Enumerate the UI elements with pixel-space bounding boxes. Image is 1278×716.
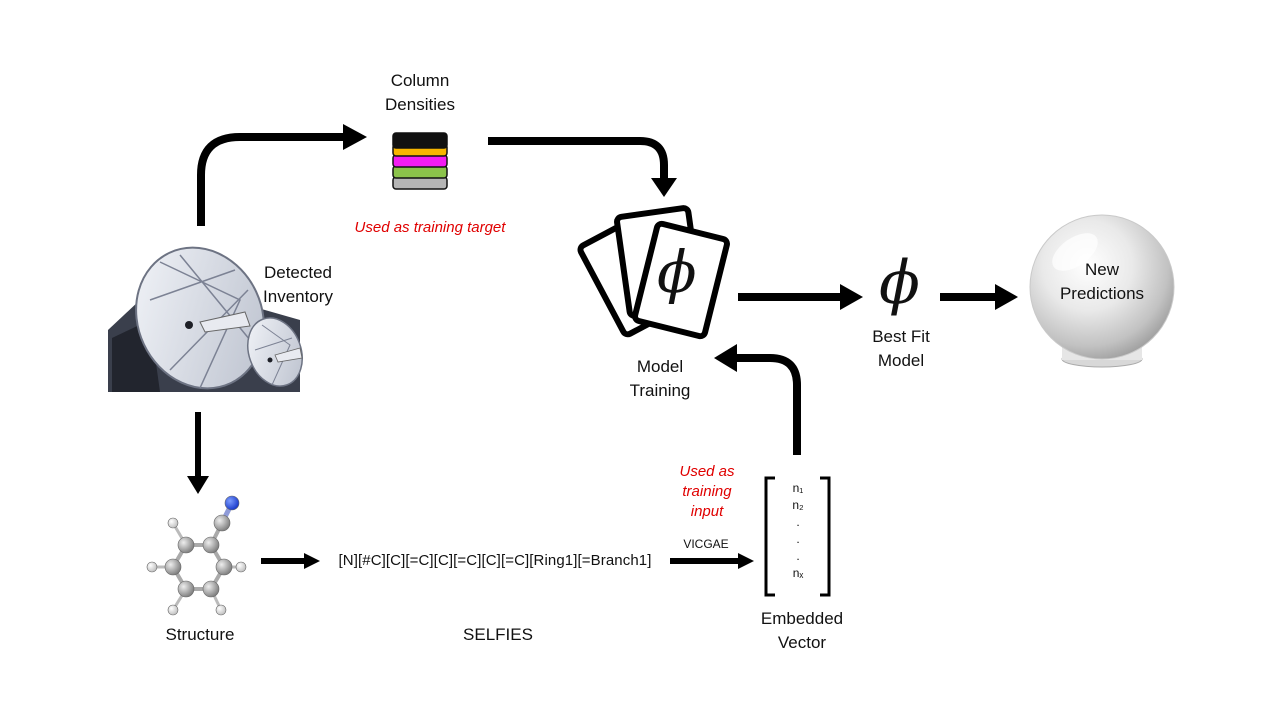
label-line: Model xyxy=(877,351,925,370)
cards-phi-icon xyxy=(577,205,730,340)
vector-brackets xyxy=(764,476,831,597)
hydrogen-atom xyxy=(235,561,247,573)
vector-entry: . xyxy=(796,515,800,529)
database-layer xyxy=(392,132,448,149)
structure-label: Structure xyxy=(165,625,235,644)
database-layer xyxy=(392,176,448,190)
label-line: Predictions xyxy=(1059,284,1145,303)
database-stack-icon xyxy=(392,132,448,190)
arrow-inventory-to-densities xyxy=(197,124,367,226)
database-layer xyxy=(392,165,448,179)
arrow-vector-to-training xyxy=(714,344,801,455)
label-line: Column xyxy=(390,71,450,90)
arrow-structure-to-selfies xyxy=(261,553,320,569)
label-line: Detected xyxy=(263,263,333,282)
training-input-note: Used as training input xyxy=(670,462,744,522)
arrow-bestfit-to-predictions xyxy=(940,284,1018,310)
carbon-atom xyxy=(202,536,220,554)
benzonitrile-molecule-icon xyxy=(146,495,247,616)
selfies-label: SELFIES xyxy=(463,625,533,644)
detected-inventory-label: Detected Inventory xyxy=(248,261,348,309)
best-fit-phi-symbol: ϕ xyxy=(879,248,920,318)
vector-entries: n₁ n₂ . . . nₓ xyxy=(776,480,820,582)
label-line: Densities xyxy=(385,95,455,114)
vector-entry: nₓ xyxy=(792,566,804,580)
carbon-atom xyxy=(213,514,231,532)
hydrogen-atom xyxy=(215,604,227,616)
hydrogen-atom xyxy=(167,517,179,529)
arrow-inventory-to-structure xyxy=(187,412,209,494)
vector-entry: n₂ xyxy=(792,498,804,512)
note-line: training xyxy=(682,483,732,500)
carbon-atom xyxy=(202,580,220,598)
crystal-ball-icon xyxy=(1029,214,1175,368)
label-line: Vector xyxy=(777,633,827,652)
arrow-training-to-bestfit xyxy=(738,284,863,310)
label-line: Model xyxy=(636,357,684,376)
model-training-label: Model Training xyxy=(610,355,710,403)
best-fit-model-label: Best Fit Model xyxy=(851,325,951,373)
label-line: Inventory xyxy=(263,287,333,306)
embedded-vector-label: Embedded Vector xyxy=(752,607,852,655)
label-line: Best Fit xyxy=(872,327,930,346)
vector-entry: . xyxy=(796,532,800,546)
label-line: Embedded xyxy=(760,609,844,628)
new-predictions-label: New Predictions xyxy=(1042,258,1162,306)
carbon-atom xyxy=(177,580,195,598)
vector-entry: n₁ xyxy=(792,481,804,495)
carbon-atom xyxy=(164,558,182,576)
database-layer xyxy=(392,154,448,168)
hydrogen-atom xyxy=(146,561,158,573)
label-line: Training xyxy=(629,381,691,400)
arrow-selfies-to-vector xyxy=(670,553,754,569)
label-line: New xyxy=(1084,260,1119,279)
training-target-note: Used as training target xyxy=(354,219,506,236)
carbon-atom xyxy=(215,558,233,576)
column-densities-label: Column Densities xyxy=(370,69,470,117)
arrow-densities-to-training xyxy=(488,137,677,197)
nitrogen-atom xyxy=(224,495,240,511)
phi-card-symbol: ϕ xyxy=(657,238,697,306)
carbon-atom xyxy=(177,536,195,554)
selfies-string: [N][#C][C][=C][C][=C][C][=C][Ring1][=Bra… xyxy=(338,552,652,569)
note-line: input xyxy=(690,503,724,520)
vector-entry: . xyxy=(796,549,800,563)
radio-telescope-icon xyxy=(108,246,303,392)
vicgae-edge-label: VICGAE xyxy=(683,537,729,551)
note-line: Used as xyxy=(679,463,735,480)
hydrogen-atom xyxy=(167,604,179,616)
